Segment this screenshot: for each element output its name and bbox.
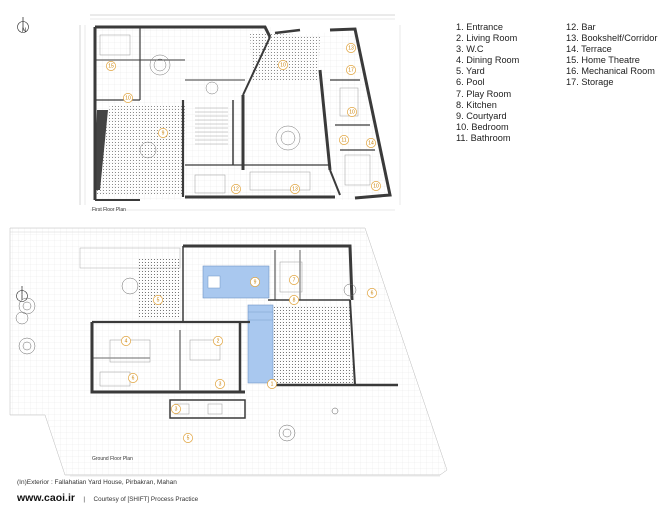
room-marker-label: 10	[280, 62, 286, 68]
room-marker	[346, 65, 356, 75]
ground-floor-plan	[9, 227, 448, 477]
legend-item: 10. Bedroom	[456, 121, 509, 132]
ground-floor-caption: Ground Floor Plan	[92, 456, 133, 462]
room-marker-label: 14	[368, 140, 374, 146]
room-marker	[290, 184, 300, 194]
room-marker-label: 13	[348, 45, 354, 51]
room-marker-label: 6	[371, 290, 374, 296]
room-marker	[346, 43, 356, 53]
room-marker	[339, 135, 349, 145]
room-marker	[171, 404, 181, 414]
room-marker	[123, 93, 133, 103]
room-legend-left: 1. Entrance 2. Living Room 3. W.C 4. Din…	[456, 22, 519, 144]
room-marker	[231, 184, 241, 194]
room-marker-label: 10	[125, 95, 131, 101]
legend-item: 7. Play Room	[456, 88, 512, 99]
legend-item: 15. Home Theatre	[566, 55, 640, 66]
room-marker-label: 8	[293, 297, 296, 303]
room-marker	[289, 295, 299, 305]
room-marker-label: 7	[293, 277, 296, 283]
project-title: (In)Exterior : Fallahatian Yard House, P…	[17, 479, 177, 486]
legend-item: 11. Bathroom	[456, 132, 511, 143]
credit-text: Courtesy of [SHIFT] Process Practice	[93, 496, 199, 503]
room-marker	[289, 275, 299, 285]
room-marker	[213, 336, 223, 346]
legend-item: 2. Living Room	[456, 33, 518, 44]
room-marker-label: 6	[132, 375, 135, 381]
legend-item: 6. Pool	[456, 77, 485, 88]
room-marker-label: 1	[271, 381, 274, 387]
legend-item: 1. Entrance	[456, 22, 503, 32]
legend-item: 13. Bookshelf/Corridor	[566, 33, 658, 44]
room-marker-label: 12	[233, 186, 239, 192]
footer-credit-line: www.caoi.ir | Courtesy of [SHIFT] Proces…	[17, 488, 198, 506]
room-marker-label: 11	[341, 137, 346, 143]
first-floor-room-markers: 15 10 9 10 13 17 10 11 14 12 13 10	[106, 43, 381, 194]
legend-item: 17. Storage	[566, 77, 614, 88]
room-marker-label: 3	[175, 406, 178, 412]
first-floor-plan	[79, 14, 401, 211]
room-marker	[367, 288, 377, 298]
room-marker-label: 5	[157, 297, 160, 303]
room-marker-label: 4	[125, 338, 128, 344]
room-marker	[128, 373, 138, 383]
legend-item: 14. Terrace	[566, 44, 612, 55]
room-marker-label: 10	[349, 109, 355, 115]
room-marker	[106, 61, 116, 71]
legend-item: 16. Mechanical Room	[566, 66, 655, 77]
room-marker-label: 9	[254, 279, 257, 285]
legend-item: 3. W.C	[456, 44, 484, 55]
room-marker	[347, 107, 357, 117]
room-marker	[250, 277, 260, 287]
room-marker	[366, 138, 376, 148]
room-marker-label: 15	[108, 63, 114, 69]
first-floor-caption: First Floor Plan	[92, 207, 126, 213]
room-marker	[121, 336, 131, 346]
room-legend-right: 12. Bar 13. Bookshelf/Corridor 14. Terra…	[566, 22, 657, 89]
room-marker-label: 13	[292, 186, 298, 192]
room-marker-label: 17	[348, 67, 354, 73]
room-marker	[153, 295, 163, 305]
room-marker	[183, 433, 193, 443]
website-link[interactable]: www.caoi.ir	[17, 492, 75, 504]
legend-item: 5. Yard	[456, 66, 485, 77]
room-marker	[158, 128, 168, 138]
room-marker	[371, 181, 381, 191]
room-marker-label: 5	[187, 435, 190, 441]
room-marker-label: 2	[217, 338, 220, 344]
legend-item: 4. Dining Room	[456, 55, 520, 66]
north-label: N	[22, 28, 27, 34]
room-marker	[215, 379, 225, 389]
room-marker-label: 10	[373, 183, 379, 189]
room-marker	[278, 60, 288, 70]
room-marker	[267, 379, 277, 389]
room-marker-label: 9	[162, 130, 165, 136]
room-marker-label: 3	[219, 381, 222, 387]
north-arrow-top	[17, 17, 29, 33]
legend-item: 8. Kitchen	[456, 99, 497, 110]
legend-item: 9. Courtyard	[456, 110, 507, 121]
separator: |	[83, 496, 86, 503]
legend-item: 12. Bar	[566, 22, 596, 32]
ground-floor-room-markers: 6 5 9 4 2 7 8 6 3 3 1 5	[121, 275, 377, 443]
